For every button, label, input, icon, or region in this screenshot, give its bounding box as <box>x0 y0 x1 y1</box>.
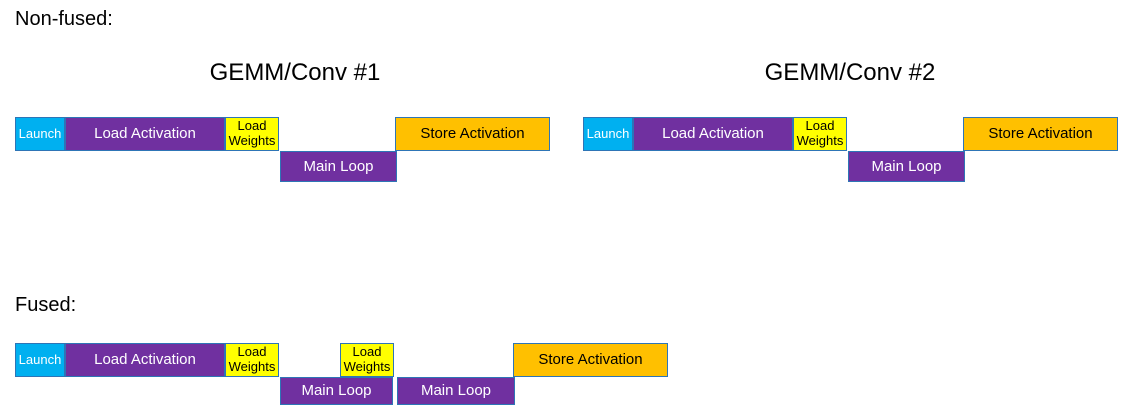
gemm-conv-1-title: GEMM/Conv #1 <box>209 59 381 86</box>
main-loop-box: Main Loop <box>280 151 397 182</box>
load-weights-box: Load Weights <box>793 117 847 151</box>
load-weights-box: Load Weights <box>225 343 279 377</box>
store-activation-box: Store Activation <box>963 117 1118 151</box>
main-loop-box: Main Loop <box>848 151 965 182</box>
launch-box: Launch <box>583 117 633 151</box>
main-loop-box: Main Loop <box>397 377 515 405</box>
launch-box: Launch <box>15 343 65 377</box>
main-loop-box: Main Loop <box>280 377 393 405</box>
store-activation-box: Store Activation <box>395 117 550 151</box>
load-weights-box: Load Weights <box>340 343 394 377</box>
gemm-conv-2-title: GEMM/Conv #2 <box>764 59 936 86</box>
load-activation-box: Load Activation <box>633 117 793 151</box>
load-weights-box: Load Weights <box>225 117 279 151</box>
load-activation-box: Load Activation <box>65 117 225 151</box>
fused-heading: Fused: <box>15 294 77 316</box>
non-fused-heading: Non-fused: <box>15 8 113 30</box>
store-activation-box: Store Activation <box>513 343 668 377</box>
load-activation-box: Load Activation <box>65 343 225 377</box>
launch-box: Launch <box>15 117 65 151</box>
